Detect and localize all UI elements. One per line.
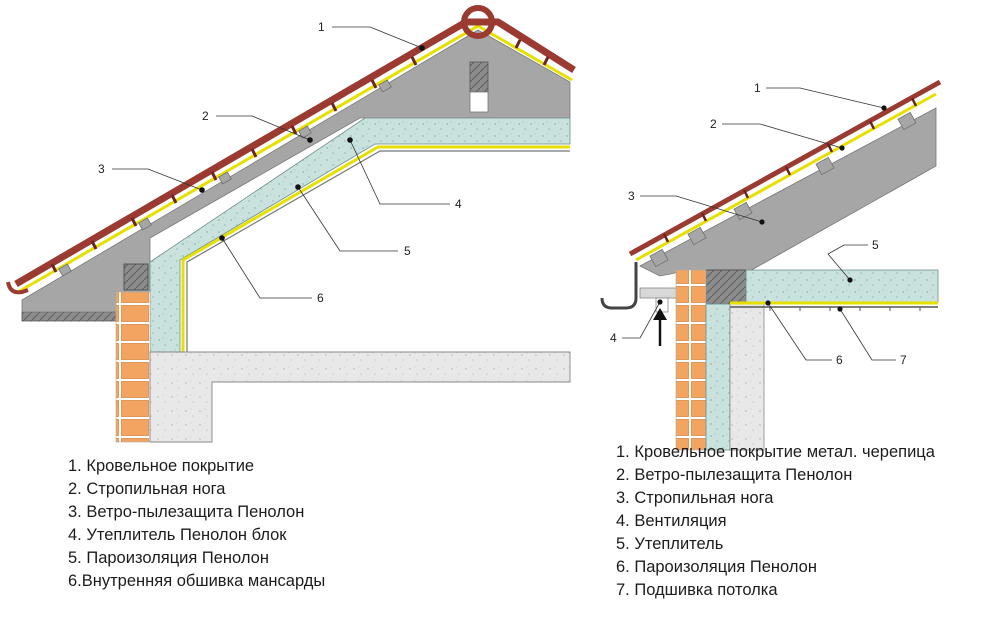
left-callout-5: 5 bbox=[404, 244, 411, 258]
left-gutter bbox=[6, 281, 29, 295]
left-insulation bbox=[149, 117, 571, 359]
right-ceiling-insulation bbox=[745, 269, 939, 303]
left-roof-section bbox=[6, 5, 576, 443]
right-brick-wall bbox=[675, 269, 707, 451]
right-callout-5: 5 bbox=[872, 238, 879, 252]
left-roof-covering bbox=[14, 18, 576, 288]
left-callout-3: 3 bbox=[98, 162, 105, 176]
right-legend-item: 7. Подшивка потолка bbox=[616, 581, 778, 599]
right-rafter bbox=[639, 107, 937, 277]
right-legend-item: 1. Кровельное покрытие метал. черепица bbox=[616, 443, 935, 461]
left-legend-item: 6.Внутренняя обшивка мансарды bbox=[68, 572, 326, 590]
left-brick-wall bbox=[115, 291, 151, 443]
right-callout-6: 6 bbox=[836, 353, 843, 367]
left-rafter-zone bbox=[21, 29, 571, 313]
right-callout-4: 4 bbox=[610, 331, 617, 345]
right-gutter bbox=[600, 262, 638, 310]
left-concrete-slab bbox=[149, 351, 571, 443]
right-roof-covering bbox=[628, 79, 942, 257]
left-callout-1: 1 bbox=[318, 20, 325, 34]
right-roof-section bbox=[600, 79, 942, 451]
left-callouts: 1 2 3 4 5 6 bbox=[98, 20, 462, 305]
right-callout-7: 7 bbox=[900, 353, 907, 367]
left-legend-item: 5. Пароизоляция Пенолон bbox=[68, 549, 269, 567]
left-legend-item: 2. Стропильная нога bbox=[68, 480, 226, 498]
right-leaders bbox=[622, 87, 896, 361]
right-callout-1: 1 bbox=[754, 81, 761, 95]
left-legend-item: 3. Ветро-пылезащита Пенолон bbox=[68, 503, 305, 521]
right-legend-item: 3. Стропильная нога bbox=[616, 489, 774, 507]
left-legend-item: 1. Кровельное покрытие bbox=[68, 457, 255, 475]
ventilation-arrow bbox=[653, 308, 667, 346]
left-ridge-cap bbox=[461, 5, 495, 39]
left-legend-item: 4. Утеплитель Пенолон блок bbox=[68, 526, 287, 544]
left-callout-6: 6 bbox=[317, 291, 324, 305]
left-points bbox=[199, 45, 425, 241]
left-wind-membrane bbox=[17, 24, 573, 294]
right-callout-2: 2 bbox=[710, 117, 717, 131]
left-tile-steps bbox=[50, 39, 550, 273]
right-callouts: 1 2 3 5 4 6 7 bbox=[610, 81, 907, 367]
right-legend-item: 2. Ветро-пылезащита Пенолон bbox=[616, 466, 853, 484]
left-inner-lining bbox=[186, 150, 570, 352]
left-callout-4: 4 bbox=[455, 197, 462, 211]
right-points bbox=[657, 105, 887, 312]
right-callout-3: 3 bbox=[628, 189, 635, 203]
left-legend: 1. Кровельное покрытие 2. Стропильная но… bbox=[68, 455, 325, 593]
left-vapour-barrier bbox=[181, 145, 570, 352]
right-legend-item: 5. Утеплитель bbox=[616, 535, 724, 553]
left-callout-2: 2 bbox=[202, 109, 209, 123]
left-leaders bbox=[112, 26, 450, 299]
right-legend-item: 6. Пароизоляция Пенолон bbox=[616, 558, 817, 576]
right-legend: 1. Кровельное покрытие метал. черепица 2… bbox=[616, 441, 935, 602]
right-legend-item: 4. Вентиляция bbox=[616, 512, 727, 530]
